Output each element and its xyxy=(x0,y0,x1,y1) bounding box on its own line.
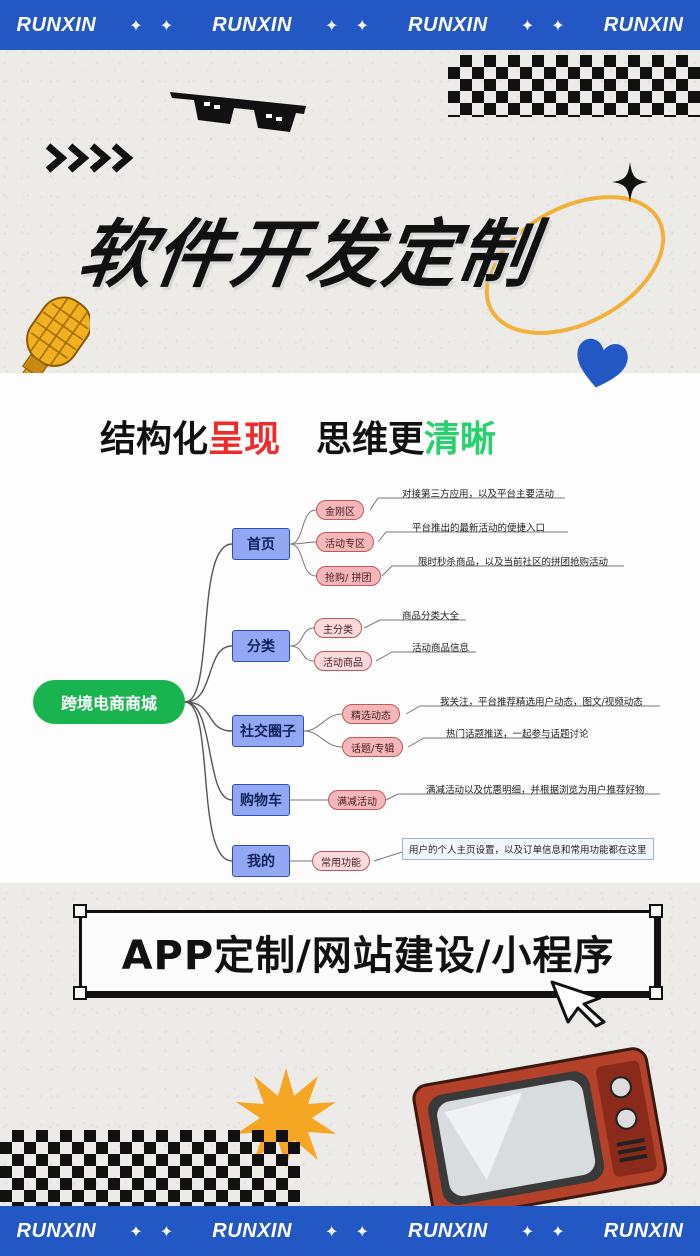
mindmap-description: 平台推出的最新活动的便捷入口 xyxy=(412,523,546,534)
mindmap-description: 商品分类大全 xyxy=(402,611,460,622)
banner-stars: ✦ ✦ xyxy=(520,15,571,35)
mindmap-branch: 购物车 xyxy=(232,784,290,816)
top-banner: RUNXIN ✦ ✦ RUNXIN ✦ ✦ RUNXIN ✦ ✦ RUNXIN xyxy=(0,0,700,50)
checker-pattern xyxy=(448,55,700,117)
mindmap-connectors xyxy=(184,497,660,862)
page-headline: 软件开发定制 xyxy=(73,212,542,298)
sunglasses-icon xyxy=(170,92,306,132)
mindmap-leaf: 金刚区 xyxy=(316,500,364,520)
mindmap-branch: 分类 xyxy=(232,630,290,662)
banner-stars: ✦ ✦ xyxy=(129,15,180,35)
banner-word: RUNXIN xyxy=(16,1219,97,1242)
cta-box: APP定制/网站建设/小程序 xyxy=(73,904,663,1000)
mindmap-root: 跨境电商商城 xyxy=(33,680,185,724)
banner-stars: ✦ ✦ xyxy=(520,1221,571,1241)
banner-stars: ✦ ✦ xyxy=(129,1221,180,1241)
corner-handle xyxy=(649,904,663,918)
banner-stars: ✦ ✦ xyxy=(325,1221,375,1241)
subtitle-highlight-green: 清晰 xyxy=(424,419,497,460)
mindmap-leaf: 抢购/ 拼团 xyxy=(316,566,381,586)
mindmap-leaf: 常用功能 xyxy=(312,851,370,871)
banner-stars: ✦ ✦ xyxy=(325,15,375,35)
cta-text: APP定制/网站建设/小程序 xyxy=(121,933,615,979)
banner-word: RUNXIN xyxy=(408,13,488,36)
mindmap-description: 热门话题推送，一起参与话题讨论 xyxy=(446,729,589,740)
banner-word: RUNXIN xyxy=(212,13,292,36)
corner-handle xyxy=(649,986,663,1000)
subtitle-part2: 思维更 xyxy=(316,419,425,460)
banner-word: RUNXIN xyxy=(603,1219,684,1242)
corner-handle xyxy=(73,986,87,1000)
chevrons-icon xyxy=(45,143,134,173)
mindmap-description: 满减活动以及优惠明细，并根据浏览为用户推荐好物 xyxy=(426,785,645,796)
mindmap-leaf: 活动专区 xyxy=(316,532,374,552)
banner-word: RUNXIN xyxy=(212,1219,292,1242)
cursor-icon xyxy=(550,980,606,1028)
banner-word: RUNXIN xyxy=(408,1219,488,1242)
mindmap-description: 对接第三方应用，以及平台主要活动 xyxy=(402,489,555,500)
tv-icon xyxy=(412,1047,668,1208)
mindmap-description: 活动商品信息 xyxy=(412,643,470,654)
corner-handle xyxy=(73,904,87,918)
mindmap-leaf: 主分类 xyxy=(314,618,362,638)
mindmap-description: 我关注，平台推荐精选用户动态，图文/视频动态 xyxy=(440,697,643,708)
mindmap-leaf: 精选动态 xyxy=(342,704,400,724)
sparkle-icon xyxy=(612,162,648,202)
mindmap-description: 用户的个人主页设置，以及订单信息和常用功能都在这里 xyxy=(402,838,654,860)
mindmap-branch: 首页 xyxy=(232,528,290,560)
mindmap-leaf: 活动商品 xyxy=(314,651,372,671)
subtitle-highlight-red: 呈现 xyxy=(208,419,281,460)
banner-word: RUNXIN xyxy=(16,13,97,36)
mindmap-leaf: 话题/专辑 xyxy=(342,737,404,757)
mindmap-branch: 我的 xyxy=(232,845,290,877)
subtitle-part1: 结构化 xyxy=(100,419,209,460)
orange-ring-decoration xyxy=(484,195,666,335)
mindmap-description: 限时秒杀商品，以及当前社区的拼团抢购活动 xyxy=(418,557,609,568)
mindmap-leaf: 满减活动 xyxy=(328,790,386,810)
heart-icon xyxy=(577,338,628,388)
banner-word: RUNXIN xyxy=(603,13,684,36)
subtitle: 结构化呈现思维更清晰 xyxy=(100,410,496,462)
mindmap-branch: 社交圈子 xyxy=(232,715,304,747)
bottom-banner: RUNXIN ✦ ✦ RUNXIN ✦ ✦ RUNXIN ✦ ✦ RUNXIN xyxy=(0,1206,700,1256)
checker-pattern xyxy=(0,1130,300,1206)
